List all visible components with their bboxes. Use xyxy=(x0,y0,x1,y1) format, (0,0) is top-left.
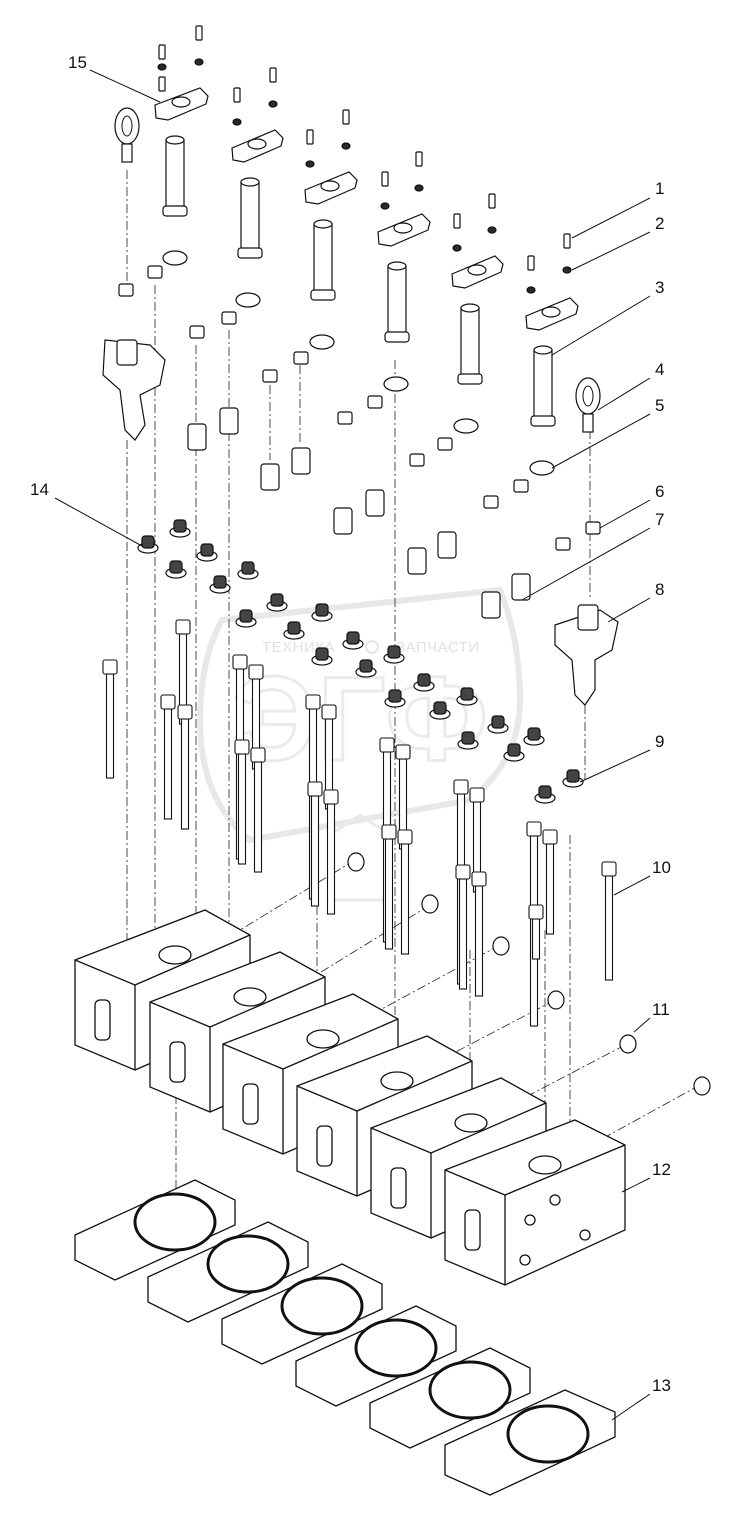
callout-9: 9 xyxy=(655,732,664,751)
callout-8: 8 xyxy=(655,580,664,599)
callout-10: 10 xyxy=(652,858,671,877)
callout-13: 13 xyxy=(652,1376,671,1395)
callout-14: 14 xyxy=(30,480,49,499)
callout-6: 6 xyxy=(655,482,664,501)
o-rings xyxy=(162,250,555,476)
nuts xyxy=(118,265,601,551)
screw-washer-sets xyxy=(157,25,572,294)
valve-stem-seals xyxy=(137,519,584,804)
callout-leaders xyxy=(54,69,651,1421)
brackets xyxy=(102,339,619,706)
callout-11: 11 xyxy=(652,1000,670,1019)
callout-3: 3 xyxy=(655,278,664,297)
cylinder-head-bolts xyxy=(102,619,617,1027)
callout-7: 7 xyxy=(655,510,664,529)
callout-numbers: 1 2 3 4 5 6 7 8 9 10 11 12 13 14 15 xyxy=(30,53,671,1395)
head-gaskets xyxy=(74,1179,616,1496)
injector-clamps xyxy=(154,87,579,331)
injector-sleeves xyxy=(162,135,556,427)
callout-5: 5 xyxy=(655,396,664,415)
watermark-brand-right: ЗАПЧАСТИ xyxy=(396,639,480,656)
cylinder-heads xyxy=(74,909,626,1286)
spacer-sleeves xyxy=(187,407,531,619)
callout-2: 2 xyxy=(655,214,664,233)
callout-15: 15 xyxy=(68,53,87,72)
lifting-eyes xyxy=(114,107,601,433)
callout-4: 4 xyxy=(655,360,664,379)
callout-12: 12 xyxy=(652,1160,671,1179)
callout-1: 1 xyxy=(655,179,664,198)
plugs xyxy=(347,852,711,1096)
